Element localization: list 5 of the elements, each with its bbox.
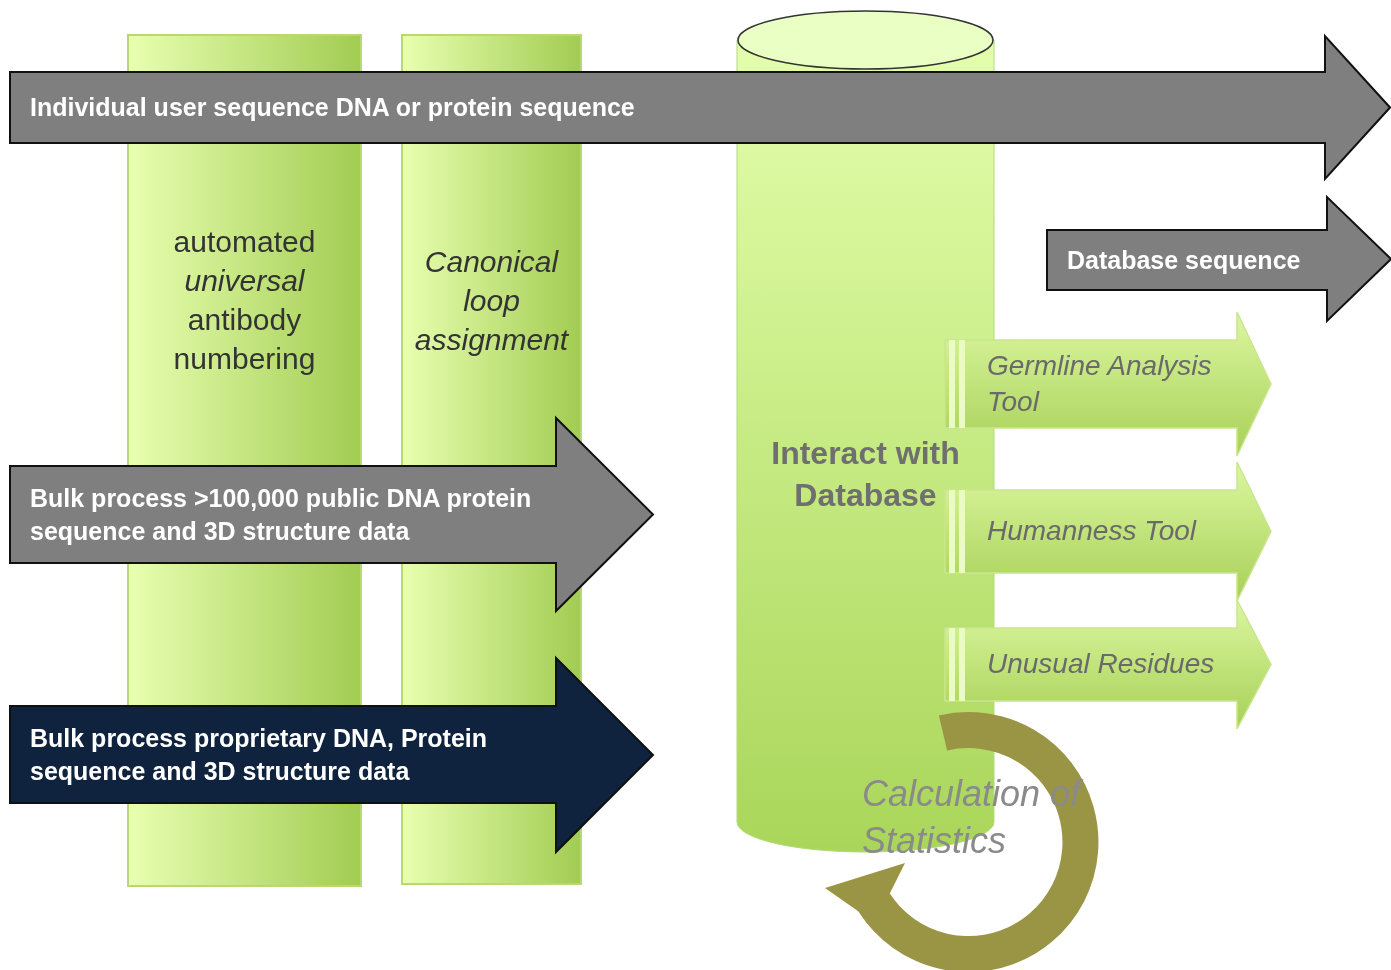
pointed-banner: Bulk process proprietary DNA, Protein sequence and 3D structure data xyxy=(10,658,653,852)
tool-banner: Unusual Residues xyxy=(945,600,1271,729)
pointed-banner: Database sequence xyxy=(1047,197,1391,321)
pointed-banner: Bulk process >100,000 public DNA protein sequence and 3D structure data xyxy=(10,418,653,611)
pointed-banner: Individual user sequence DNA or protein sequence xyxy=(10,36,1390,179)
